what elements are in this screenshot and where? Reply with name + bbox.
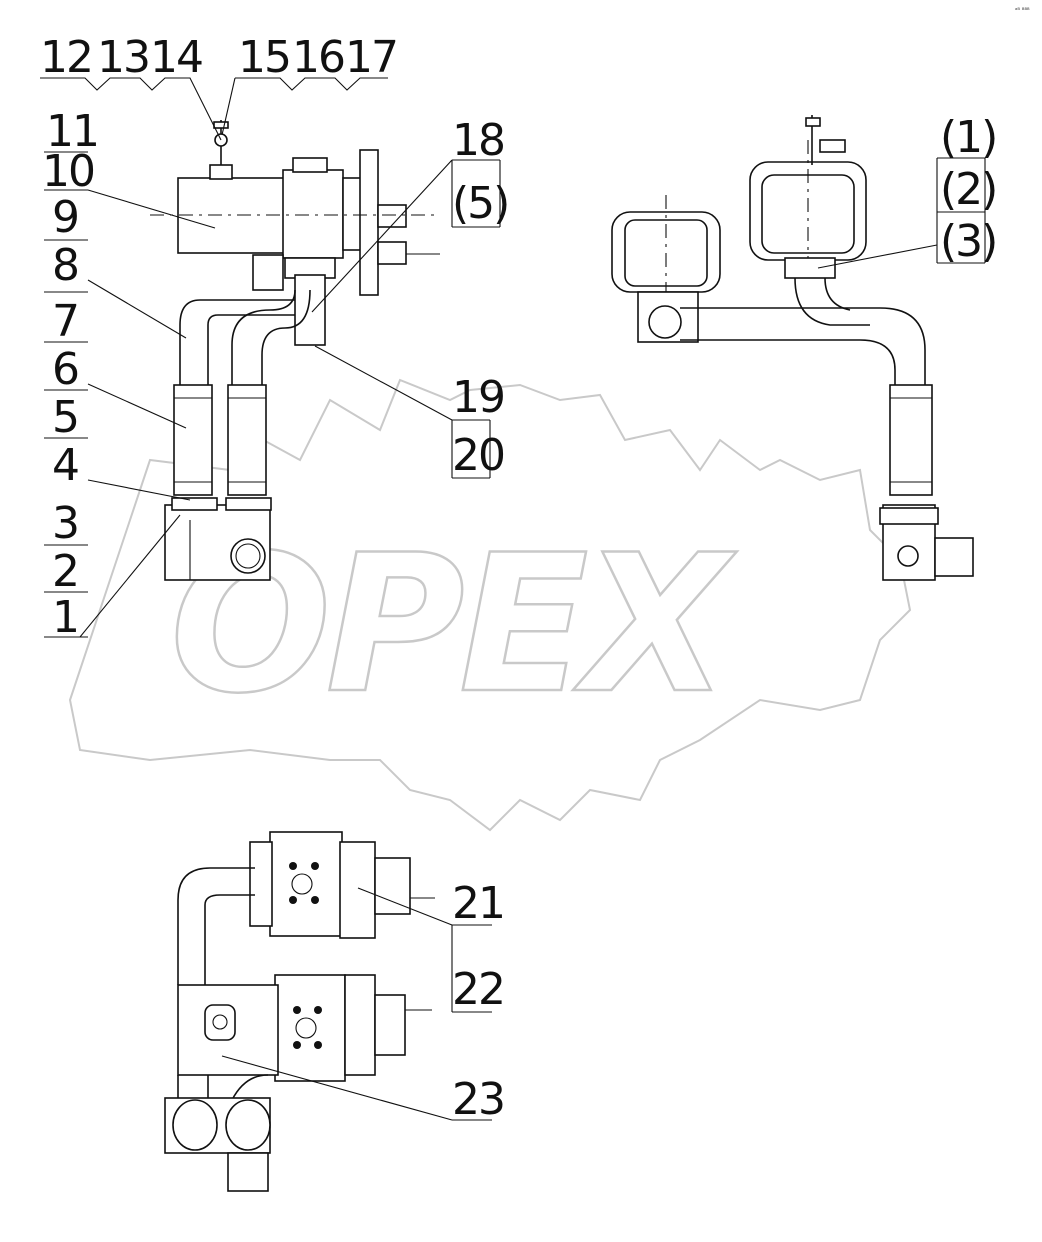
callout-6: 6 <box>52 344 78 395</box>
callout-17: 17 <box>345 32 397 83</box>
callout-13: 13 <box>97 32 149 83</box>
callout-12: 12 <box>40 32 92 83</box>
callout-16: 16 <box>292 32 344 83</box>
callout-2: 2 <box>52 546 78 597</box>
corner-mark: ᵃᴮ ᴮᴮᴮ <box>1015 7 1030 14</box>
callout-5: 5 <box>52 392 78 443</box>
callout-4: 4 <box>52 440 78 491</box>
callout-3: 3 <box>52 498 78 549</box>
callout-10: 10 <box>42 146 94 197</box>
callout-ref-3: (3) <box>940 216 996 267</box>
callout-11: 11 <box>46 106 98 157</box>
callout-1: 1 <box>52 592 78 643</box>
side-view-assembly <box>611 115 974 581</box>
plan-view-assembly <box>164 831 435 1192</box>
callout-ref-5: (5) <box>452 178 508 229</box>
callout-22: 22 <box>452 964 504 1015</box>
callout-15: 15 <box>238 32 290 83</box>
callout-14: 14 <box>150 32 202 83</box>
front-view-assembly <box>150 120 440 581</box>
callout-23: 23 <box>452 1074 504 1125</box>
callout-21: 21 <box>452 878 504 929</box>
callout-ref-1: (1) <box>940 112 996 163</box>
leader-lines <box>40 77 986 1121</box>
callout-20: 20 <box>452 430 504 481</box>
callout-18: 18 <box>452 115 504 166</box>
callout-ref-2: (2) <box>940 164 996 215</box>
callout-9: 9 <box>52 192 78 243</box>
callout-8: 8 <box>52 240 78 291</box>
callout-7: 7 <box>52 296 78 347</box>
callout-labels: 12 13 14 15 16 17 11 10 9 8 7 6 5 4 3 2 … <box>40 32 998 1125</box>
callout-19: 19 <box>452 372 504 423</box>
